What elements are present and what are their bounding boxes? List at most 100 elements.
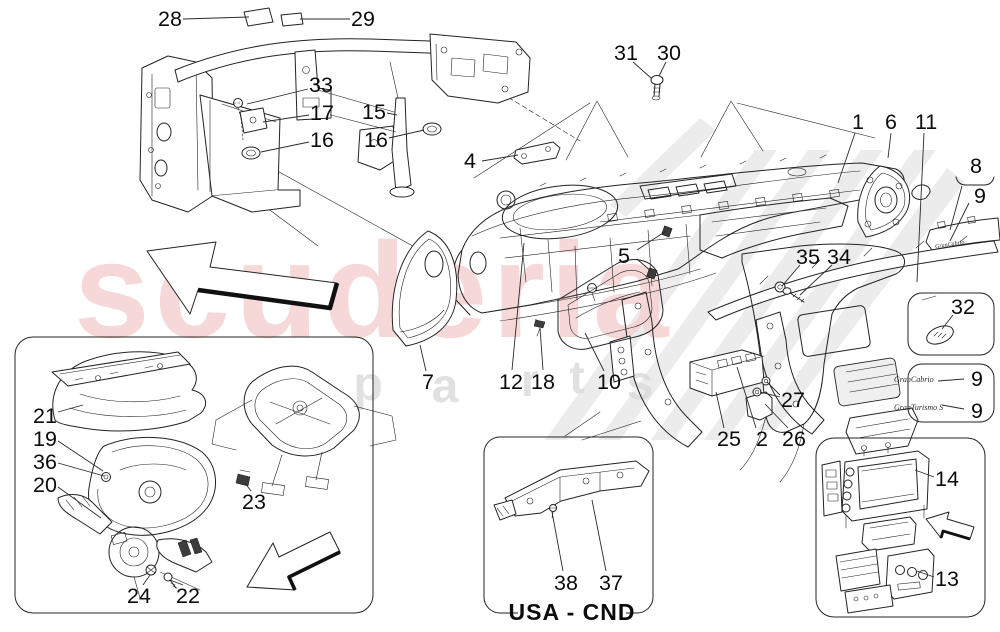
watermark-letter: a [432,360,459,413]
leader-line-24 [142,574,151,586]
leader-line-36 [57,462,105,477]
screw-34-icon [782,287,805,303]
usa-cnd-box: USA - CND [483,436,654,626]
callout-13: 13 [935,567,959,591]
callout-30: 30 [657,41,681,65]
leader-line-35 [781,264,801,287]
leader-line-37 [591,499,607,572]
leader-line-26 [764,403,789,429]
leader-line-34 [799,264,833,296]
callout-37: 37 [599,571,623,595]
crossbeam-assembly [139,7,531,213]
watermark-letter: t [569,351,584,403]
leader-line-10 [584,332,605,372]
leader-line-23 [244,482,252,492]
clip-23-icon [235,473,251,487]
emblem-box-32 [907,292,995,356]
steering-column-box [14,336,397,614]
screw-33-icon [233,98,244,141]
callout-9: 9 [974,184,986,208]
end-panel-7 [391,230,458,347]
leader-line-33 [246,88,309,105]
callout-6: 6 [885,110,897,134]
leader-line-4 [481,154,519,162]
leader-line-7 [419,344,427,372]
leader-line-6 [887,132,892,159]
badge-box-9 [907,363,995,423]
leader-line-2 [736,366,757,429]
diagram-artwork: USA - CND [14,7,1000,626]
leader-line-19 [57,440,104,472]
callout-5: 5 [618,244,630,268]
leader-line-27 [759,391,781,398]
callout-21: 21 [33,404,57,428]
callout-26: 26 [782,427,806,451]
callout-9: 9 [971,399,983,423]
leader-line-5 [636,258,653,273]
glovebox-door [533,259,664,350]
direction-arrow-column-box [246,531,341,591]
callout-1: 1 [852,110,864,134]
callout-28: 28 [158,7,182,31]
leader-line-22 [169,579,184,586]
callout-8: 8 [970,154,982,178]
electronics-box [815,437,986,618]
leader-line-8 [949,185,963,231]
screw-38-icon [549,504,558,519]
callout-32: 32 [951,295,975,319]
leader-line-12 [511,242,525,371]
emblem-mark [921,295,937,301]
callout-10: 10 [597,370,621,394]
leader-line-18 [539,327,544,371]
callout-25: 25 [717,427,741,451]
callout-19: 19 [33,427,57,451]
screw-22-icon [163,572,178,589]
leader-line-28 [182,16,250,20]
callout-8-brace [955,176,995,186]
clip-18-icon [533,318,546,337]
leader-line-16 [388,129,425,139]
watermark-letter: r [521,354,539,406]
callout-22: 22 [176,584,200,608]
screw-10-icon [587,283,598,302]
leader-line-5 [636,230,667,251]
callout-31: 31 [614,41,638,65]
screw-35-icon [774,281,786,293]
callout-12: 12 [499,370,523,394]
callout-2: 2 [756,427,768,451]
leader-line-1 [837,132,856,184]
callout-7: 7 [422,370,434,394]
region-label: USA - CND [509,599,636,625]
leader-line-16 [260,141,310,153]
callout-34: 34 [827,245,851,269]
watermark-letter: p [353,358,382,411]
leader-line-13 [916,570,935,578]
bracket-4 [513,141,561,165]
leader-line-9 [937,378,965,382]
leader-line-14 [914,469,935,478]
leader-line-25 [715,391,725,429]
leader-line-21 [57,404,84,413]
callout-33: 33 [309,73,333,97]
direction-arrow-electronics-box [925,511,975,541]
callout-24: 24 [127,584,151,608]
leader-line-32 [941,314,954,330]
callout-15: 15 [362,100,386,124]
callout-36: 36 [33,450,57,474]
leader-line-11 [916,132,925,283]
callout-27: 27 [781,388,805,412]
badge-text: GranTurismo S [894,403,943,412]
callout-4: 4 [464,149,476,173]
badge-text: GranCabrio [894,375,934,384]
watermark-brand-text: scuderia [74,214,673,366]
direction-arrow-main [146,241,340,315]
screw-30-icon [650,75,664,101]
leader-line-31 [632,61,652,79]
leader-line-9 [941,404,965,410]
leader-line-20 [57,486,102,519]
leader-line-17 [262,114,310,123]
leader-line-30 [658,61,667,77]
